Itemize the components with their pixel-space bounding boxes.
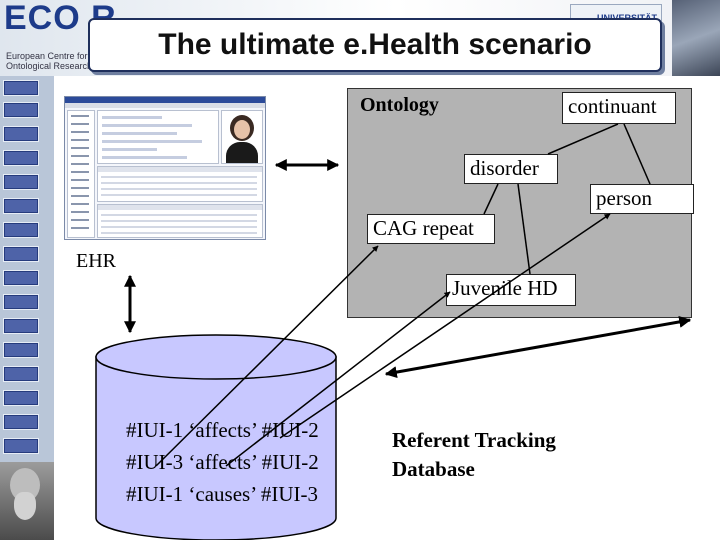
tree-item <box>71 131 89 133</box>
grid-row <box>101 194 257 196</box>
person-to-continuant-link <box>623 123 651 185</box>
tree-item <box>71 179 89 181</box>
term-continuant: continuant <box>562 92 676 124</box>
photo-body <box>226 142 258 163</box>
tree-item <box>71 115 89 117</box>
ehr-data-grid-secondary <box>97 204 263 238</box>
database-statement-2: #IUI-3 ‘affects’ #IUI-2 <box>126 450 319 474</box>
tree-item <box>71 139 89 141</box>
sidebar-tab <box>3 222 39 238</box>
form-field <box>102 124 192 127</box>
term-cag-repeat: CAG repeat <box>367 214 495 244</box>
ontology-database-arrow <box>384 315 692 379</box>
statue-beard <box>14 492 36 520</box>
grid-row <box>101 176 257 178</box>
ehr-navigation-tree <box>67 110 95 238</box>
sidebar-tab <box>3 270 39 286</box>
header-band: ECO R European Centre for Ontological Re… <box>0 0 720 76</box>
tree-item <box>71 195 89 197</box>
iui2-to-person-pointer <box>279 213 611 439</box>
ontology-label: Ontology <box>360 94 439 116</box>
ehr-titlebar <box>65 97 265 103</box>
sidebar-tab <box>3 294 39 310</box>
sidebar-tab <box>3 414 39 430</box>
sidebar-tab <box>3 102 39 118</box>
slide-title: The ultimate e.Health scenario <box>158 28 592 61</box>
cag-to-disorder-link <box>483 183 499 215</box>
sidebar-tab <box>3 390 39 406</box>
database-cylinder <box>95 334 337 540</box>
photo-face <box>234 120 250 139</box>
grid-header <box>98 205 262 210</box>
disorder-to-continuant-link <box>547 123 619 155</box>
grid-row <box>101 220 257 222</box>
grid-row <box>101 214 257 216</box>
sidebar-tab <box>3 150 39 166</box>
tree-item <box>71 147 89 149</box>
caption-line: Database <box>392 457 475 481</box>
sidebar-tab <box>3 174 39 190</box>
ehr-menubar <box>65 103 265 108</box>
patient-photo <box>221 110 263 164</box>
sidebar-tab <box>3 318 39 334</box>
iui1-to-juvenile-pointer <box>225 291 451 467</box>
ehr-label: EHR <box>76 250 116 272</box>
sidebar-tab <box>3 198 39 214</box>
tree-item <box>71 155 89 157</box>
term-juvenile-hd: Juvenile HD <box>446 274 576 306</box>
form-field <box>102 148 157 151</box>
form-field <box>102 116 162 119</box>
form-field <box>102 132 177 135</box>
tree-item <box>71 211 89 213</box>
sidebar-tab <box>3 438 39 454</box>
tree-item <box>71 123 89 125</box>
ehr-screenshot <box>64 96 266 240</box>
sidebar-tab <box>3 80 39 96</box>
term-person: person <box>590 184 694 214</box>
grid-row <box>101 188 257 190</box>
sidebar-tab <box>3 342 39 358</box>
sidebar-tab <box>3 246 39 262</box>
title-box: The ultimate e.Health scenario <box>88 18 662 72</box>
tree-item <box>71 163 89 165</box>
term-disorder: disorder <box>464 154 558 184</box>
iui3-to-cag-pointer <box>155 245 379 467</box>
grid-row <box>101 232 257 234</box>
grid-row <box>101 226 257 228</box>
aristotle-statue-image <box>0 462 54 540</box>
form-field <box>102 140 202 143</box>
grid-header <box>98 167 262 172</box>
sidebar-tab <box>3 366 39 382</box>
database-statement-1: #IUI-1 ‘affects’ #IUI-2 <box>126 418 319 442</box>
cylinder-body <box>95 356 337 540</box>
ehr-data-grid <box>97 166 263 202</box>
grid-row <box>101 182 257 184</box>
building-image <box>672 0 720 76</box>
tree-item <box>71 171 89 173</box>
logo-subtitle: European Centre for Ontological Research <box>6 51 93 71</box>
tree-item <box>71 227 89 229</box>
cylinder-top <box>95 334 337 380</box>
ehr-patient-form <box>97 110 219 164</box>
caption-line: Referent Tracking <box>392 428 556 452</box>
tree-item <box>71 187 89 189</box>
sidebar-tab <box>3 126 39 142</box>
juvenile-to-disorder-link <box>517 183 531 275</box>
database-statement-3: #IUI-1 ‘causes’ #IUI-3 <box>126 482 319 506</box>
tree-item <box>71 203 89 205</box>
form-field <box>102 156 187 159</box>
referent-tracking-caption: Referent Tracking Database <box>392 426 556 484</box>
tree-item <box>71 219 89 221</box>
